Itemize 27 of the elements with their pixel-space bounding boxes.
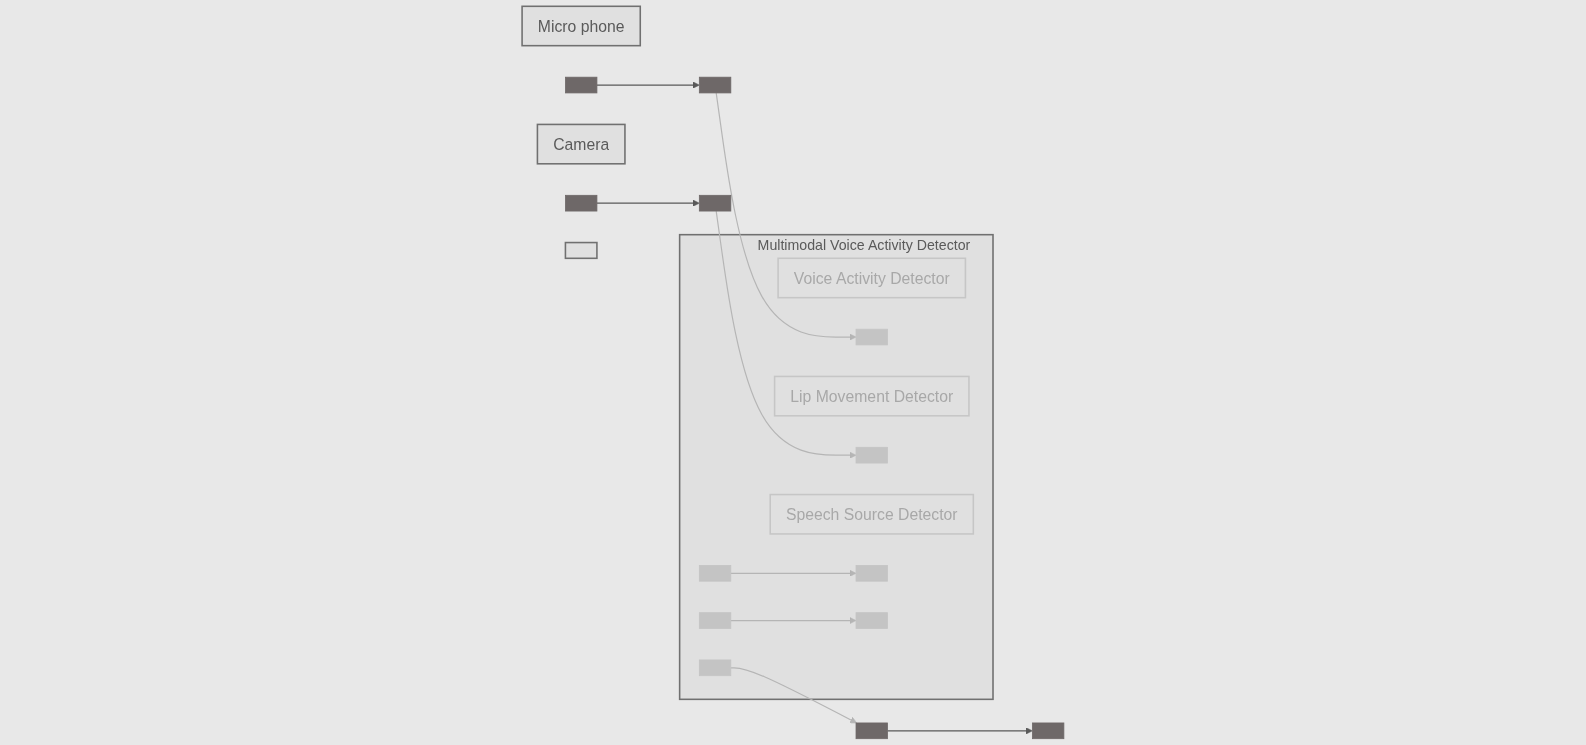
arrow: [596, 81, 700, 89]
node-box: Lip Movement Detector: [773, 375, 970, 417]
node-box: [564, 241, 598, 260]
node-box: [855, 446, 888, 464]
node-box: [565, 194, 598, 212]
node-box: [855, 565, 888, 582]
node-box: [698, 76, 732, 94]
node-box: [565, 76, 598, 94]
arrow: [730, 667, 857, 724]
node-box: Speech Source Detector: [769, 493, 975, 535]
arrow: [730, 617, 857, 625]
arrow: [715, 92, 857, 341]
arrow: [730, 569, 857, 577]
node-box: [698, 612, 732, 629]
node-box: [698, 194, 732, 212]
arrow: [886, 727, 1033, 735]
node-box: [1032, 722, 1065, 740]
node-box: Voice Activity Detector: [777, 257, 967, 299]
arrow: [596, 199, 700, 207]
node-box: [698, 565, 732, 582]
arrow: [715, 210, 857, 459]
node-box: [698, 659, 732, 677]
node-box: [855, 328, 888, 346]
node-box: Camera: [536, 123, 626, 165]
node-box: [855, 612, 888, 629]
node-box: Micro phone: [521, 5, 642, 47]
node-box: [855, 722, 888, 740]
